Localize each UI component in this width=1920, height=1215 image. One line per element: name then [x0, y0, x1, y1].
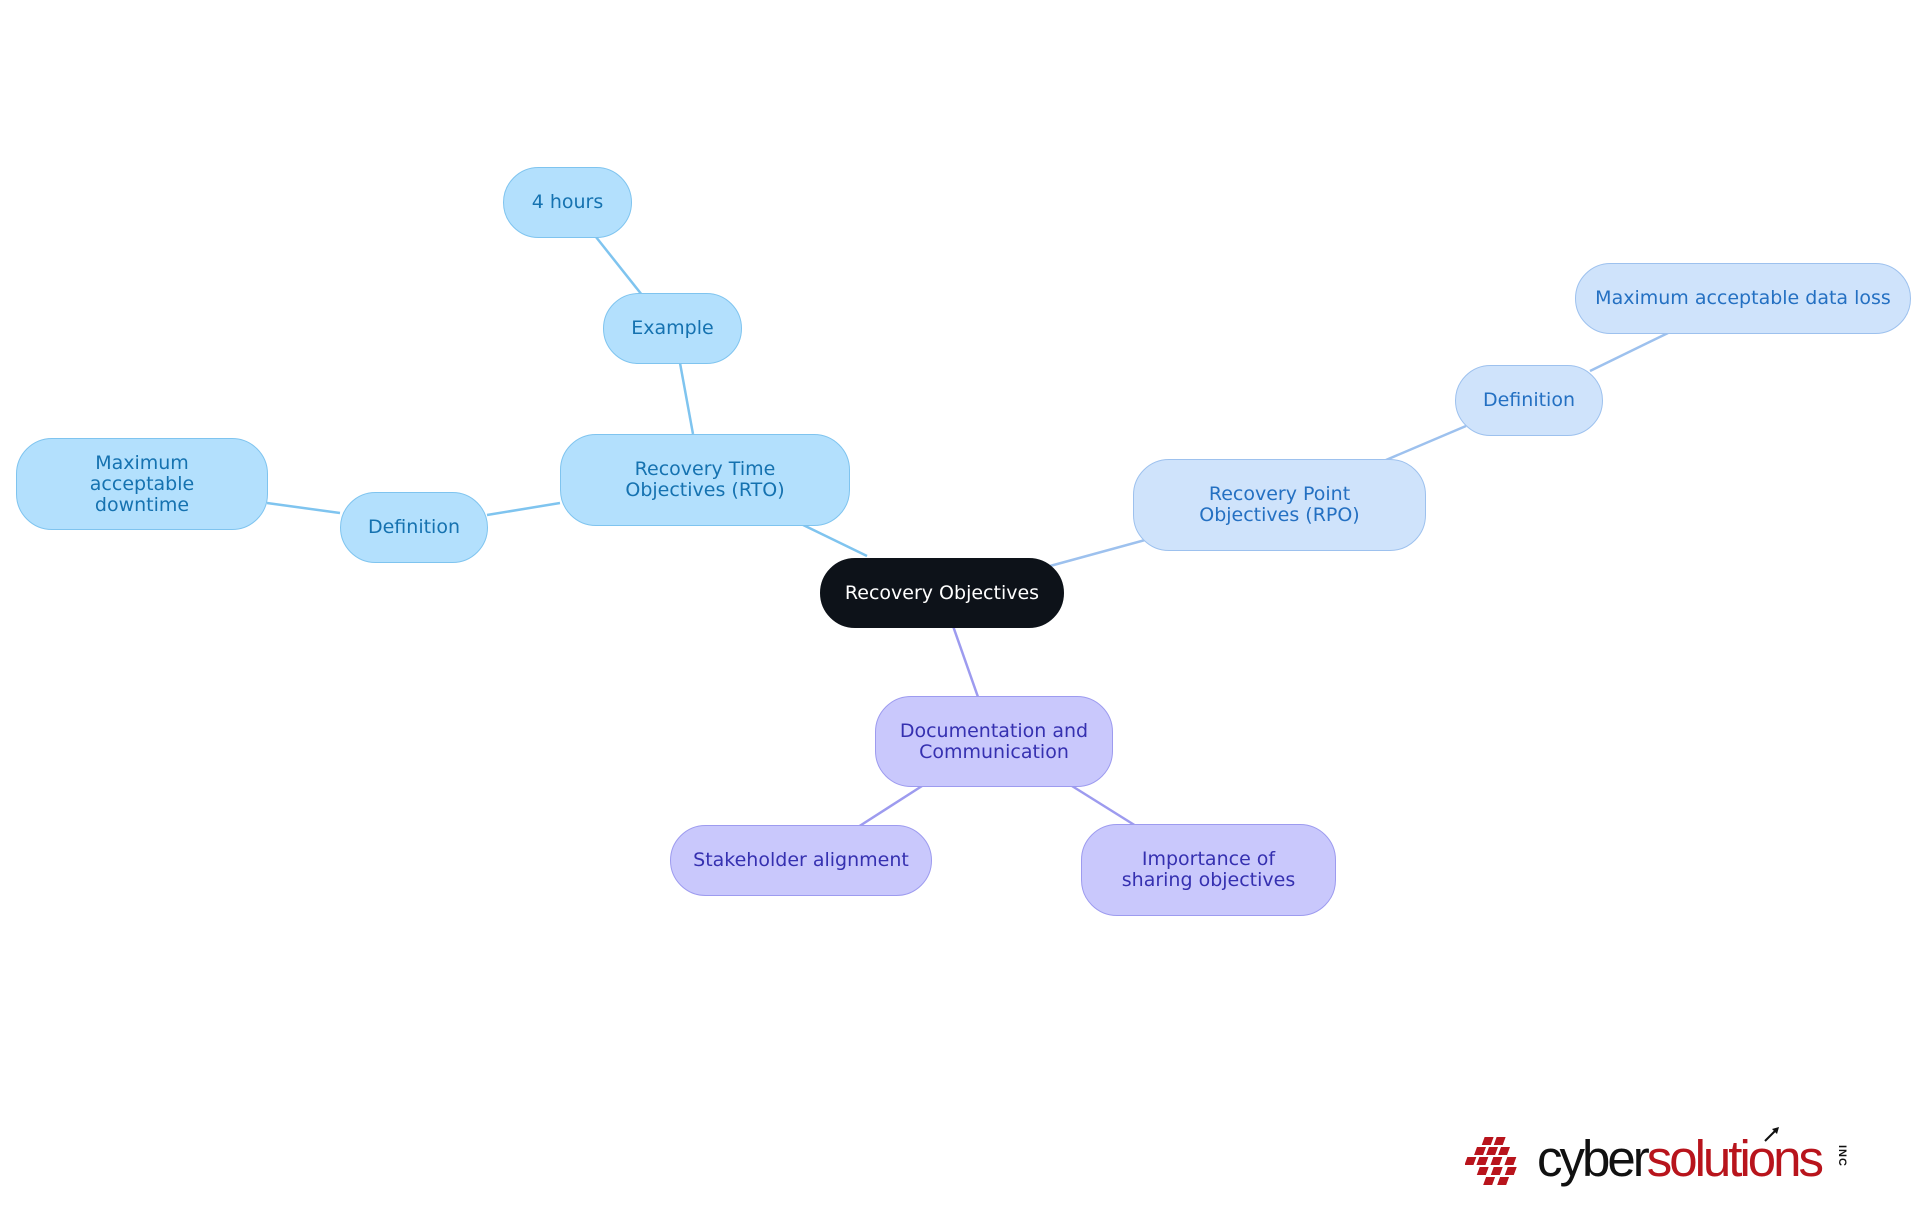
- logo-wordmark: cybersolutions: [1537, 1129, 1824, 1189]
- edge-rpo-definition: [1385, 424, 1467, 462]
- doc-node[interactable]: Documentation and Communication: [875, 696, 1113, 787]
- rto-node[interactable]: Recovery Time Objectives (RTO): [560, 434, 850, 526]
- rto-example-node[interactable]: Example: [603, 293, 742, 364]
- rpo-definition-label: Definition: [1482, 389, 1575, 411]
- doc-importance-label: Importance of sharing objectives: [1121, 848, 1296, 891]
- logo-arrow-icon: [1764, 1127, 1779, 1142]
- rto-definition-detail-label: Maximum acceptable downtime: [89, 451, 195, 516]
- doc-importance-node[interactable]: Importance of sharing objectives: [1081, 824, 1336, 916]
- logo-inc-label: INC: [1836, 1145, 1848, 1167]
- rto-example-detail-label: 4 hours: [531, 191, 604, 213]
- rpo-definition-detail-node[interactable]: Maximum acceptable data loss: [1575, 263, 1911, 334]
- rpo-node-label: Recovery Point Objectives (RPO): [1199, 483, 1360, 526]
- rto-example-detail-node[interactable]: 4 hours: [503, 167, 632, 238]
- edge-doc-importance: [1071, 784, 1137, 828]
- doc-stakeholder-node[interactable]: Stakeholder alignment: [670, 825, 932, 896]
- logo-mark-icon: [1465, 1137, 1517, 1185]
- rto-node-label: Recovery Time Objectives (RTO): [625, 458, 785, 501]
- root-node-label: Recovery Objectives: [844, 581, 1040, 604]
- doc-stakeholder-label: Stakeholder alignment: [693, 849, 909, 871]
- logo-wordmark-part2: solutions: [1646, 1130, 1824, 1187]
- edge-rto-example: [678, 362, 695, 435]
- rpo-node[interactable]: Recovery Point Objectives (RPO): [1133, 459, 1426, 551]
- logo-wordmark-part1: cyber: [1537, 1130, 1650, 1187]
- edge-definition-downtime: [266, 501, 341, 515]
- edge-root-rpo: [1049, 538, 1146, 568]
- rto-definition-label: Definition: [367, 516, 460, 538]
- root-node[interactable]: Recovery Objectives: [820, 558, 1064, 628]
- rto-definition-node[interactable]: Definition: [340, 492, 488, 563]
- rto-definition-detail-node[interactable]: Maximum acceptable downtime: [16, 438, 268, 530]
- edge-root-rto: [796, 520, 868, 558]
- doc-node-label: Documentation and Communication: [899, 719, 1089, 763]
- edge-example-hours: [595, 236, 643, 296]
- edge-doc-stakeholder: [857, 784, 923, 829]
- edge-root-doc: [951, 625, 980, 698]
- edge-definition-dataloss: [1589, 331, 1669, 373]
- edge-rto-definition: [486, 501, 561, 517]
- rpo-definition-node[interactable]: Definition: [1455, 365, 1603, 436]
- rpo-definition-detail-label: Maximum acceptable data loss: [1595, 287, 1891, 309]
- rto-example-label: Example: [631, 317, 714, 339]
- cybersolutions-logo: cybersolutions INC: [1465, 1125, 1885, 1195]
